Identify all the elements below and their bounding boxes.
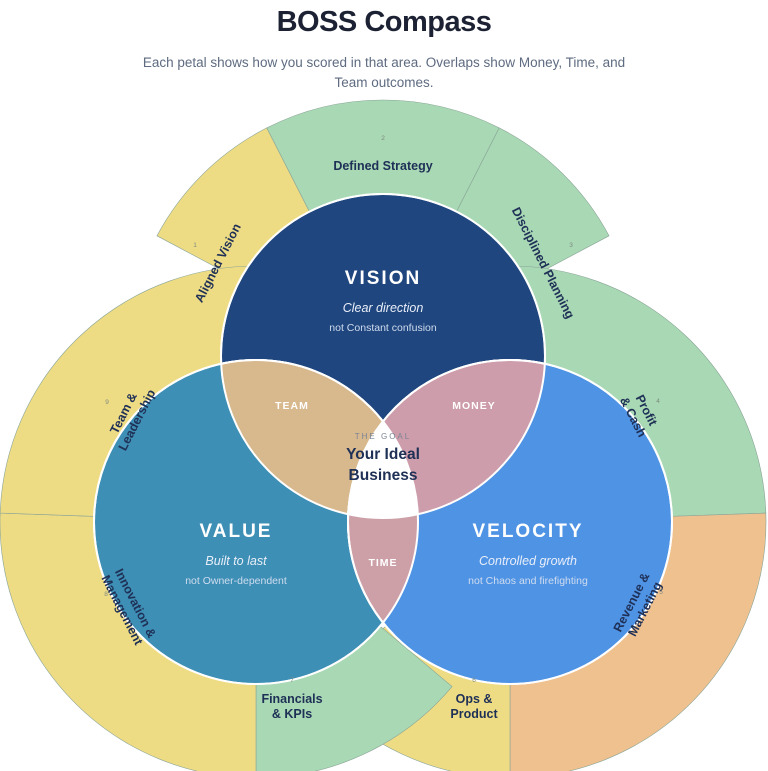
page-title: BOSS Compass <box>276 6 492 38</box>
team-label: TEAM <box>275 400 309 412</box>
value-tagline: Built to last <box>205 554 267 568</box>
velocity-contrast: not Chaos and firefighting <box>468 575 588 587</box>
petal-label-line-2: Product <box>450 707 498 721</box>
petal-number-1: 1 <box>193 242 197 249</box>
petal-number-5: 5 <box>659 589 663 596</box>
petal-number-4: 4 <box>656 398 660 405</box>
petal-label-6: Ops &Product <box>450 692 498 721</box>
value-title: VALUE <box>200 521 273 542</box>
petal-label-7: Financials& KPIs <box>261 692 322 721</box>
time-label: TIME <box>368 557 397 569</box>
petal-number-7: 7 <box>290 677 294 684</box>
petal-number-3: 3 <box>569 242 573 249</box>
page-subtitle: Each petal shows how you scored in that … <box>142 55 626 90</box>
petal-number-6: 6 <box>472 677 476 684</box>
vision-tagline: Clear direction <box>343 301 424 315</box>
goal-line-1: Your Ideal <box>346 446 420 463</box>
petal-label-line-1: Defined Strategy <box>333 159 432 173</box>
goal-line-2: Business <box>349 467 418 484</box>
petal-label-line-1: Ops & <box>456 692 493 706</box>
petal-number-8: 8 <box>104 591 108 598</box>
velocity-title: VELOCITY <box>472 521 583 542</box>
value-contrast: not Owner-dependent <box>185 575 287 587</box>
petal-label-2: Defined Strategy <box>333 159 432 173</box>
velocity-tagline: Controlled growth <box>479 554 577 568</box>
goal-eyebrow: THE GOAL <box>355 432 411 441</box>
petal-number-9: 9 <box>105 399 109 406</box>
petal-label-line-1: Financials <box>261 692 322 706</box>
money-label: MONEY <box>452 400 496 412</box>
petal-label-line-2: & KPIs <box>272 707 312 721</box>
vision-title: VISION <box>345 268 421 289</box>
vision-contrast: not Constant confusion <box>329 322 437 334</box>
petal-number-2: 2 <box>381 135 385 142</box>
overlap-regions <box>93 193 673 685</box>
